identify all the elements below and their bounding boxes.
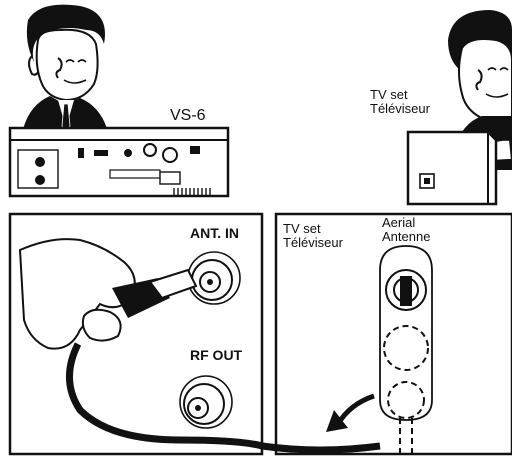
panel-right xyxy=(261,212,512,456)
aerial-label-fr: Antenne xyxy=(382,228,431,244)
tv-set-panel-en: TV set xyxy=(283,221,321,236)
aerial-label-en: Aerial xyxy=(382,215,416,230)
tv-set-label-panel: TV set Téléviseur xyxy=(283,222,343,249)
tv-set-label-fr: Téléviseur xyxy=(370,100,430,116)
tv-set-label-en: TV set xyxy=(370,87,408,102)
rf-out-label: RF OUT xyxy=(190,347,243,363)
vs6-unit-rear xyxy=(8,126,230,198)
panel-left xyxy=(8,212,264,456)
tv-set-panel-fr: Téléviseur xyxy=(283,234,343,250)
tv-set-drawing xyxy=(406,130,498,206)
aerial-label: Aerial Antenne xyxy=(382,216,430,243)
tv-set-label-top: TV set Téléviseur xyxy=(370,88,430,115)
vs6-label: VS-6 xyxy=(170,107,206,124)
ant-in-label: ANT. IN xyxy=(190,225,239,241)
